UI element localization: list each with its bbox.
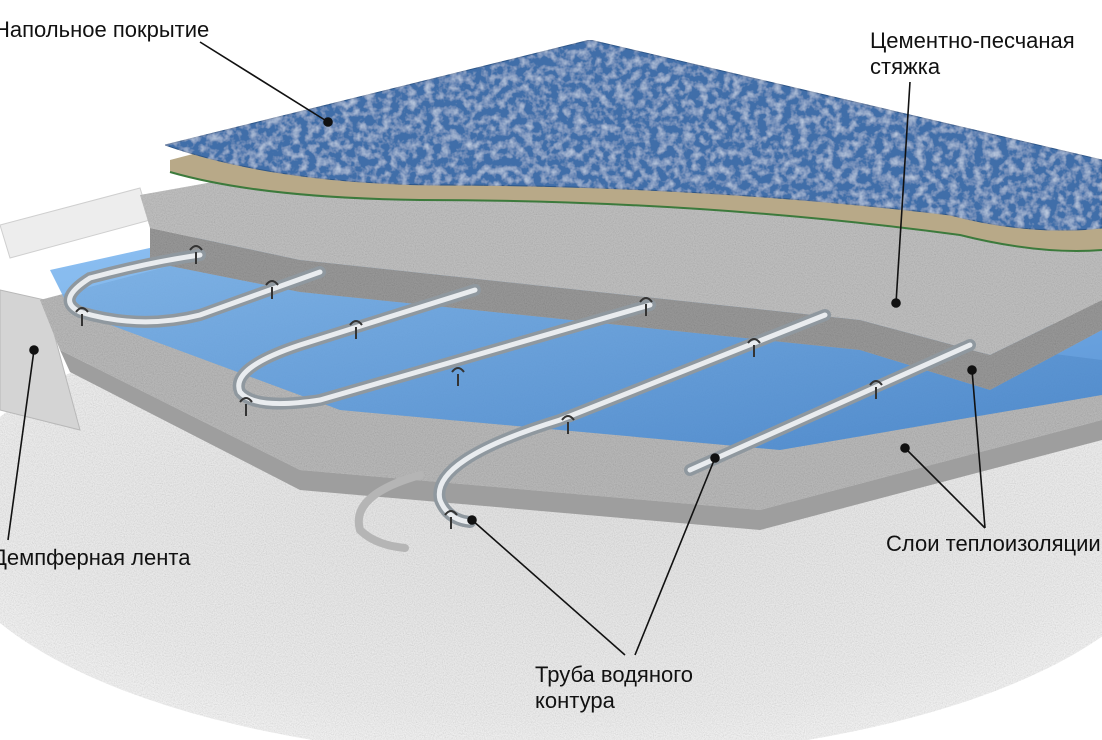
damper-tape-top	[0, 187, 151, 259]
leader-insulation-2-dot	[900, 443, 910, 453]
leader-floor-covering-dot	[323, 117, 333, 127]
leader-lines	[7, 41, 986, 656]
leader-screed	[895, 81, 911, 304]
label-floor-covering: Напольное покрытие	[0, 17, 210, 42]
clip	[451, 367, 465, 386]
pipe-run-4-hl	[687, 342, 973, 473]
leader-damper	[7, 349, 35, 541]
clip	[639, 297, 653, 316]
clip	[349, 320, 363, 339]
clip	[869, 380, 883, 399]
label-pipe-line-2: контура	[535, 688, 615, 713]
label-water-pipe: Труба водяного контура	[535, 662, 693, 714]
leader-pipe-1-dot	[467, 515, 477, 525]
clip	[265, 280, 279, 299]
leader-floor-covering	[199, 41, 329, 123]
insulation-slab-front	[60, 350, 1102, 530]
pipe-shadow	[354, 471, 424, 552]
label-screed-line-1: Цементно-песчаная	[870, 28, 1075, 53]
leader-insulation-1	[971, 369, 986, 529]
label-cement-sand-screed: Цементно-песчаная стяжка	[870, 28, 1075, 80]
leader-screed-dot	[891, 298, 901, 308]
pipe-run-1-hl	[67, 252, 323, 325]
leader-insulation-2	[904, 447, 986, 529]
floor-underlay-edge	[169, 171, 1102, 252]
leader-pipe-2	[634, 457, 716, 656]
floor-covering	[163, 39, 1102, 231]
clip	[444, 510, 458, 529]
clip	[239, 397, 253, 416]
clip	[561, 415, 575, 434]
clip	[189, 245, 203, 264]
label-pipe-line-1: Труба водяного	[535, 662, 693, 687]
clip	[747, 338, 761, 357]
leader-pipe-1	[471, 519, 626, 656]
clip	[75, 307, 89, 326]
pipe-run-2-hl	[236, 287, 653, 407]
leader-insulation-1-dot	[967, 365, 977, 375]
label-damper-tape: Демпферная лента	[0, 545, 191, 570]
leader-damper-dot	[29, 345, 39, 355]
damper-tape-wall	[0, 289, 81, 431]
label-screed-line-2: стяжка	[870, 54, 941, 79]
label-insulation-layers: Слои теплоизоляции	[886, 531, 1101, 556]
water-pipe-loop	[63, 249, 976, 552]
pipe-clips	[75, 245, 883, 529]
leader-pipe-2-dot	[710, 453, 720, 463]
pipe-run-3-hl	[436, 312, 828, 525]
